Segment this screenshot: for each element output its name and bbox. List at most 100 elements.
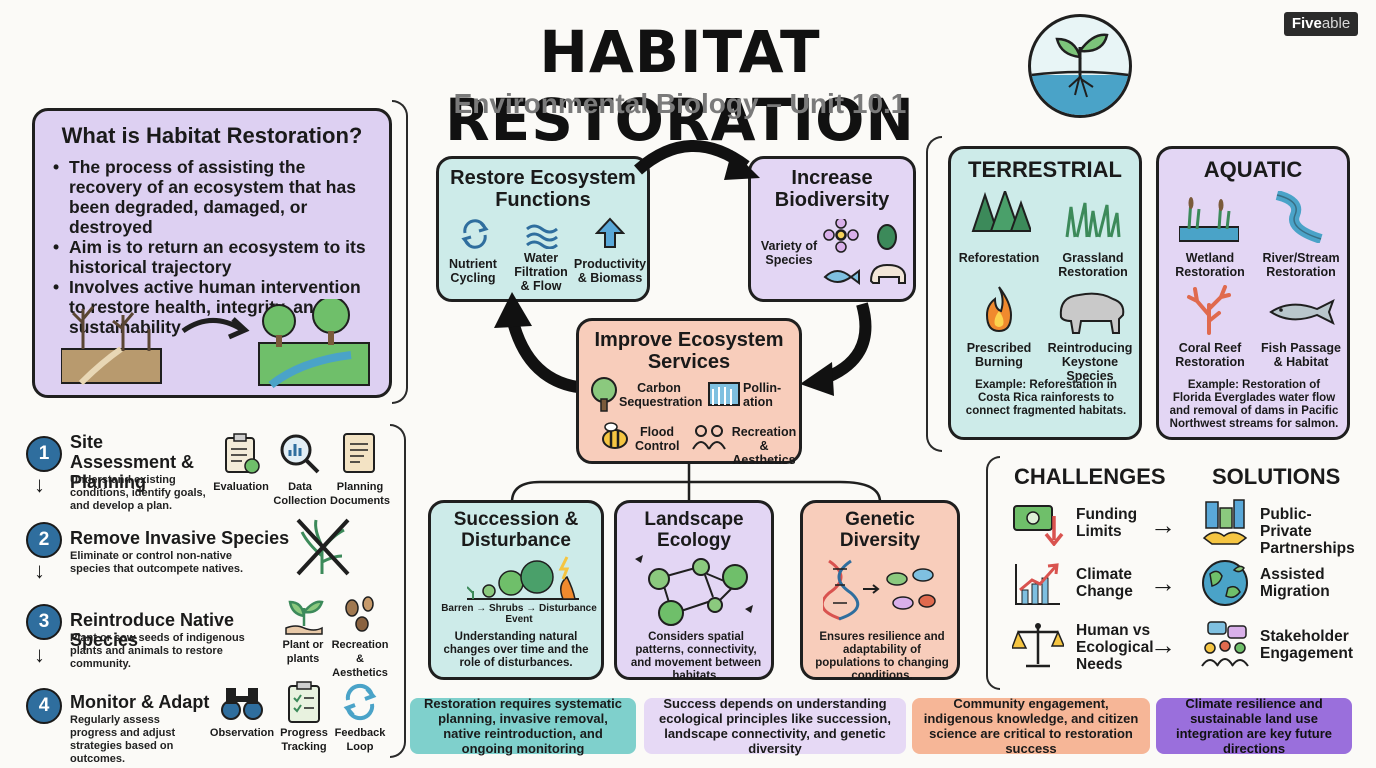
succession-trees-icon	[467, 556, 579, 600]
recreation-aesthetics-label: Recreation & Aesthetics	[731, 425, 797, 467]
bee-icon	[602, 422, 628, 449]
grass-icon	[1065, 202, 1121, 238]
aquatic-item: Coral Reef Restoration	[1175, 341, 1245, 369]
definition-bullet: Aim is to return an ecosystem to its his…	[53, 237, 375, 277]
bracket-divider	[986, 456, 1000, 690]
clipboard-check-icon	[225, 433, 260, 474]
definition-panel: What is Habitat Restoration? The process…	[32, 108, 392, 398]
sprout-logo-icon	[1028, 14, 1132, 118]
salmon-icon	[1269, 298, 1335, 326]
bracket-divider	[392, 100, 408, 404]
step-number: 4	[26, 688, 62, 724]
river-icon	[1275, 191, 1323, 243]
terrestrial-item: Prescribed Burning	[966, 341, 1032, 369]
brand-badge[interactable]: Fiveable	[1284, 12, 1358, 36]
succession-stage: Shrubs	[489, 603, 524, 614]
solution-item: Assisted Migration	[1260, 566, 1330, 600]
succession-title: Succession & Disturbance	[453, 509, 579, 551]
globe-plant-icon	[1202, 560, 1248, 606]
brand-main: Five	[1291, 15, 1322, 32]
step-desc: Eliminate or control non-native species …	[70, 550, 243, 575]
terrestrial-item: Grassland Restoration	[1058, 251, 1128, 279]
restore-functions-box: Restore Ecosystem Functions Nutrient Cyc…	[436, 156, 650, 302]
carbon-sequestration-label: Carbon Sequestration	[619, 381, 703, 409]
succession-flow: Barren → Shrubs → Disturbance Event	[441, 603, 597, 625]
bear-icon	[869, 263, 906, 284]
step-number: 3	[26, 604, 62, 640]
bracket-divider	[926, 136, 942, 452]
habitat-network-icon	[635, 555, 753, 626]
step-down-arrow: ↓	[34, 558, 45, 583]
page-subtitle: Environmental Biology – Unit 10.1	[453, 88, 907, 119]
nutrient-cycling-label: Nutrient Cycling	[449, 257, 497, 285]
right-arrow-icon: →	[1150, 510, 1176, 540]
brand-accent: able	[1321, 15, 1351, 32]
dna-bacteria-icon	[823, 559, 936, 621]
challenges-title: CHALLENGES	[1014, 464, 1166, 489]
step-icon-label: Observation	[209, 727, 275, 739]
variety-of-species-label: Variety of Species	[760, 239, 818, 267]
step-icon-label: Planning Documents	[330, 481, 390, 507]
scales-icon	[1012, 623, 1064, 668]
succession-box: Succession & Disturbance Barren → Shrubs…	[428, 500, 604, 680]
right-arrow-icon: →	[1150, 568, 1176, 598]
step-number: 2	[26, 522, 62, 558]
aquatic-item: Fish Passage & Habitat	[1261, 341, 1341, 369]
document-scroll-icon	[343, 433, 375, 473]
productivity-label: Productivity & Biomass	[573, 257, 647, 285]
terrestrial-item: Reintroducing Keystone Species	[1047, 341, 1133, 383]
services-title: Improve Ecosystem Services	[594, 329, 784, 373]
fire-icon	[985, 286, 1013, 333]
step-down-arrow: ↓	[34, 642, 45, 667]
terrestrial-example: Example: Reforestation in Costa Rica rai…	[965, 379, 1127, 417]
step-title: Remove Invasive Species	[70, 528, 290, 548]
succession-stage: Barren	[441, 603, 474, 614]
no-invasive-plant-icon	[296, 518, 350, 576]
cycle-arrows-icon	[461, 219, 489, 249]
arrow-up-icon	[595, 217, 625, 248]
feedback-loop-icon	[343, 683, 377, 721]
dam-icon	[708, 382, 740, 406]
step-icon-label: Plant or plants	[282, 639, 324, 665]
solution-item: Stakeholder Engagement	[1260, 628, 1354, 662]
landscape-title: Landscape Ecology	[644, 509, 744, 551]
pollination-label: Pollin-ation	[743, 381, 782, 409]
step-icon-label: Data Collection	[273, 481, 327, 507]
step-number: 1	[26, 436, 62, 472]
succession-stage: Disturbance Event	[505, 603, 597, 625]
summary-banner: Restoration requires systematic planning…	[410, 696, 636, 756]
magnifier-chart-icon	[280, 434, 320, 474]
flood-control-label: Flood Control	[635, 425, 680, 453]
aquatic-title: AQUATIC	[1203, 157, 1303, 182]
money-down-icon	[1013, 505, 1064, 546]
genetic-title: Genetic Diversity	[839, 509, 921, 551]
tree-connector	[510, 462, 882, 502]
definition-bullets: The process of assisting the recovery of…	[53, 157, 375, 337]
step-desc: Regularly assess progress and adjust str…	[70, 714, 176, 765]
terrestrial-panel: TERRESTRIAL Reforestation Grassland Rest…	[948, 146, 1142, 440]
bracket-divider	[390, 424, 406, 758]
summary-banner: Climate resilience and sustainable land …	[1156, 696, 1352, 756]
binoculars-icon	[221, 688, 263, 720]
step-icon-label: Feedback Loop	[334, 727, 386, 753]
challenge-item: Funding Limits	[1076, 506, 1138, 540]
restore-functions-title: Restore Ecosystem Functions	[450, 167, 636, 211]
trend-up-icon	[1015, 563, 1060, 605]
succession-desc: Understanding natural changes over time …	[443, 631, 589, 669]
step-desc: Understand existing conditions, identify…	[70, 474, 206, 512]
landscape-box: Landscape Ecology Considers spatial patt…	[614, 500, 774, 682]
step-desc: Plant or sow seeds of indigenous plants …	[70, 632, 245, 670]
landscape-desc: Considers spatial patterns, connectivity…	[630, 631, 762, 682]
species-icons	[823, 219, 906, 285]
terrestrial-title: TERRESTRIAL	[968, 157, 1122, 182]
cycle-arrow-top	[634, 140, 760, 180]
definition-bullet: Involves active human intervention to re…	[53, 277, 375, 337]
services-box: Improve Ecosystem Services Carbon Seques…	[576, 318, 802, 467]
tree-icon	[591, 377, 617, 412]
step-title: Site Assessment & Planning	[70, 432, 195, 492]
genetic-box: Genetic Diversity Ensures resilience and…	[800, 500, 960, 682]
aquatic-panel: AQUATIC Wetland Restoration River/Stream…	[1156, 146, 1350, 440]
seedling-hand-icon	[285, 600, 324, 635]
cycle-arrow-right	[800, 302, 872, 396]
seeds-icon	[345, 596, 374, 632]
